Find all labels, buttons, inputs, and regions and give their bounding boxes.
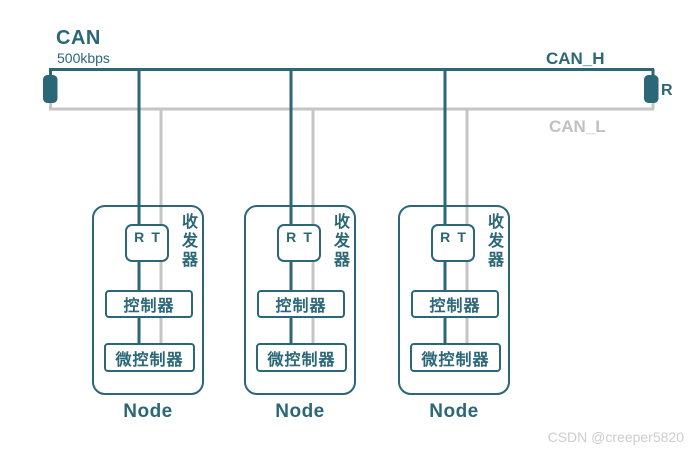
csdn-watermark: CSDN @creeper5820 (547, 429, 684, 445)
can-node-2: R T 收发器 控制器 微控制器 Node (244, 205, 356, 422)
tx-pin-label: T (303, 229, 312, 245)
rx-pin-label: R (440, 229, 451, 245)
right-terminator-label: R (661, 82, 673, 99)
rx-pin-label: R (286, 229, 297, 245)
node-name: Node (275, 401, 325, 422)
node-name: Node (429, 401, 479, 422)
transceiver-rt-box: R T (431, 224, 475, 262)
controller-box: 控制器 (105, 290, 193, 318)
bus-bitrate: 500kbps (57, 50, 110, 66)
tx-pin-label: T (457, 229, 466, 245)
transceiver-label: 收发器 (179, 213, 196, 270)
tx-pin-label: T (151, 229, 160, 245)
microcontroller-box: 微控制器 (410, 343, 501, 372)
transceiver-label: 收发器 (485, 213, 502, 270)
can-l-label: CAN_L (549, 117, 606, 136)
right-terminator-resistor (644, 75, 659, 103)
transceiver-rt-box: R T (125, 224, 169, 262)
can-h-label: CAN_H (546, 49, 605, 68)
node-name: Node (123, 401, 173, 422)
can-node-3: R T 收发器 控制器 微控制器 Node (398, 205, 510, 422)
controller-box: 控制器 (411, 290, 499, 318)
can-node-1: R T 收发器 控制器 微控制器 Node (92, 205, 204, 422)
microcontroller-box: 微控制器 (256, 343, 347, 372)
controller-box: 控制器 (257, 290, 345, 318)
microcontroller-box: 微控制器 (104, 343, 195, 372)
transceiver-rt-box: R T (277, 224, 321, 262)
rx-pin-label: R (134, 229, 145, 245)
left-terminator-resistor (43, 75, 58, 103)
bus-title: CAN (56, 27, 101, 49)
transceiver-label: 收发器 (331, 213, 348, 270)
